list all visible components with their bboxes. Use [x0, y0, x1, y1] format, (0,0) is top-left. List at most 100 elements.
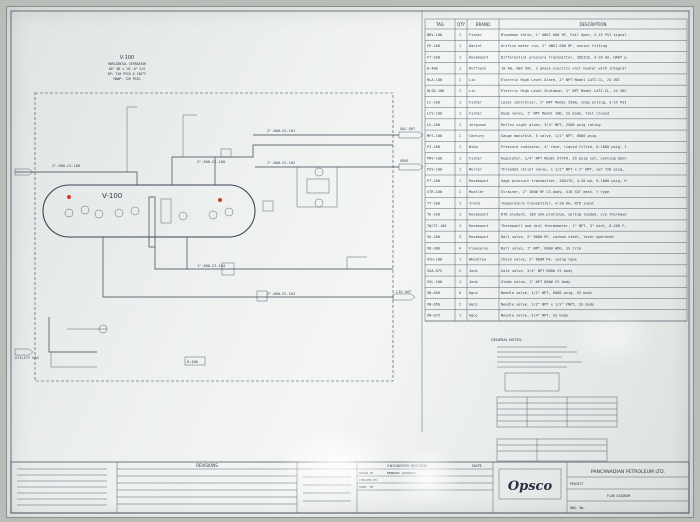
legend-cell-tag: VN-050 [427, 291, 440, 295]
legend-cell-qty: 1 [459, 224, 461, 228]
revisions-heading: REVISIONS [196, 463, 218, 468]
general-notes-heading: GENERAL NOTES: [491, 338, 522, 342]
sheet-border [10, 10, 690, 514]
legend-cell-brand: Rosemount [469, 55, 488, 59]
meter-run [306, 178, 330, 194]
legend-cell-description: Gage pressure transmitter, 3051TG, 4-20 … [501, 179, 627, 183]
legend-cell-brand: Rosemount [469, 235, 488, 239]
legend-cell-tag: PI-100 [427, 145, 440, 149]
title-block: REVISIONS ENGINEERS RECORD DATE DRAWN BY… [10, 461, 690, 514]
legend-cell-tag: VGL-100 [427, 280, 442, 284]
legend-cell-description: Needle valve, 1/2" NPT x 1/2" FNPT, SS b… [501, 302, 595, 306]
legend-cell-qty: 1 [459, 156, 461, 160]
logo-text: Opsco [508, 479, 553, 494]
legend-cell-brand: Lin [469, 89, 476, 93]
legend-cell-brand: Agco [469, 291, 478, 295]
legend-header-tag: TAG [435, 22, 444, 27]
red-marker-left [67, 195, 71, 199]
legend-cell-description: Pressure indicator, 4" face, liquid fill… [501, 145, 627, 149]
vessel-spec-line-3: DP: 720 PSIG @ 150°F [108, 72, 146, 76]
legend-cell-qty: 2 [459, 302, 461, 306]
svg-text:GAS OUT: GAS OUT [400, 127, 416, 131]
legend-cell-description: RTD element, 100 ohm platinum, spring lo… [501, 213, 627, 217]
legend-cell-tag: BDV-100 [427, 33, 442, 37]
appd-by-label: APPD. BY [359, 485, 374, 489]
legend-cell-qty: 1 [459, 44, 461, 48]
vessel-spec-line-4: MAWP: 720 PSIG [114, 77, 141, 81]
skid-boundary [34, 92, 394, 382]
legend-cell-description: Dump valve, 1" NPT Model 10D, CS body, f… [501, 112, 609, 116]
legend-cell-qty: 1 [459, 78, 461, 82]
legend-cell-tag: PT-100 [427, 179, 440, 183]
legend-cell-brand: Rosemount [469, 179, 488, 183]
legend-cell-brand: Trend [469, 201, 480, 205]
psv-100 [220, 148, 232, 158]
legend-cell-tag: TT-100 [427, 201, 440, 205]
legend-cell-qty: 1 [459, 201, 461, 205]
legend-cell-description: Strainer, 2" 300# RF CS body, 316 SST me… [501, 190, 609, 194]
legend-cell-qty: 1 [459, 145, 461, 149]
legend-cell-tag: VGA-075 [427, 269, 442, 273]
svg-text:1"-600-CS-104: 1"-600-CS-104 [197, 264, 225, 268]
drawn-by-name: BERNARD JAWORSKI [387, 471, 416, 475]
legend-cell-brand: Lin [469, 78, 476, 82]
check-valve [256, 290, 268, 302]
legend-cell-tag: VCH-100 [427, 258, 442, 262]
legend-cell-qty: 1 [459, 33, 461, 37]
legend-cell-brand: Fisher [469, 33, 483, 37]
legend-cell-description: Ball valve, 2" 600# RF, carbon steel, le… [501, 235, 614, 239]
drawing-number-label: DWG. No. [570, 506, 585, 510]
legend-cell-tag: LC-100 [427, 100, 440, 104]
legend-cell-qty: 1 [459, 55, 461, 59]
legend-cell-description: Regulator, 1/4" NPT Model 67CFR, 35 psig… [501, 156, 627, 160]
legend-cell-tag: STR-100 [427, 190, 442, 194]
legend-cell-tag: MFS-100 [427, 134, 442, 138]
red-marker-right [218, 198, 222, 202]
svg-text:2"-600-CS-101: 2"-600-CS-101 [267, 129, 295, 133]
legend-cell-brand: Wheatley [469, 258, 487, 262]
general-notes: GENERAL NOTES: [491, 338, 618, 462]
svg-text:UTILITY GAS: UTILITY GAS [15, 356, 39, 360]
legend-cell-brand: Rosemount [469, 224, 488, 228]
legend-cell-brand: Century [469, 134, 485, 138]
legend-cell-tag: FE-100 [427, 44, 440, 48]
opsco-logo: Opsco [498, 468, 562, 500]
legend-cell-brand: Daniel [469, 44, 482, 48]
pid-drawing: V-100 HORIZONTAL SEPARATOR 60" OD x 10'-… [10, 10, 690, 514]
legend-cell-description: 10 kW, 480 VAC, 3 phase electric unit he… [501, 67, 627, 71]
vessel-spec-line-2: 60" OD x 10'-0" S/S [109, 67, 146, 71]
legend-cell-qty: 1 [459, 213, 461, 217]
legend-cell-tag: TE-100 [427, 213, 440, 217]
legend-cell-brand: Rosemount [469, 213, 488, 217]
legend-cell-qty: 6 [459, 291, 461, 295]
utility-gas-arrow [14, 348, 34, 356]
svg-text:2"-600-CS-100: 2"-600-CS-100 [197, 160, 225, 164]
legend-cell-brand: Wika [469, 145, 478, 149]
legend-cell-tag: TW/TI-100 [427, 224, 446, 228]
company-name: PANCANADIAN PETROLEUM LTD. [591, 469, 665, 475]
legend-cell-description: Globe valve, 1" NPT 800# CS body [501, 280, 571, 284]
gas-outlet-arrow [398, 131, 424, 139]
legend-cell-brand: Jenk [469, 280, 478, 284]
drawn-by-label: DRAWN BY [359, 471, 374, 475]
flow-diagram-label: FLOW DIAGRAM [607, 494, 630, 498]
heater-box [262, 200, 274, 212]
legend-cell-brand: Jenk [469, 269, 478, 273]
legend-cell-description: Differential pressure transmitter, 3051C… [501, 55, 627, 59]
legend-cell-description: Thermowell and dial thermometer, 1" NPT,… [501, 224, 627, 228]
legend-cell-brand: Fisher [469, 156, 483, 160]
legend-cell-description: Gate valve, 3/4" NPT 800# CS body [501, 269, 573, 273]
svg-text:2"-600-CS-100: 2"-600-CS-100 [52, 164, 80, 168]
legend-cell-brand: Agco [469, 302, 478, 306]
legend-cell-tag: PSV-100 [427, 168, 442, 172]
svg-text:H-400: H-400 [187, 360, 198, 364]
svg-text:1"-600-CS-102: 1"-600-CS-102 [267, 161, 295, 165]
legend-cell-tag: PRV-100 [427, 156, 442, 160]
legend-cell-qty: 1 [459, 123, 461, 127]
legend-cell-qty: 2 [459, 269, 461, 273]
legend-cell-qty: 1 [459, 280, 461, 284]
legend-cell-description: Blowdown Valve, 1" ANSI 600 RF, Fail Ope… [501, 33, 627, 37]
svg-text:2"-600-CS-103: 2"-600-CS-103 [267, 292, 295, 296]
date-heading: DATE [472, 463, 482, 468]
